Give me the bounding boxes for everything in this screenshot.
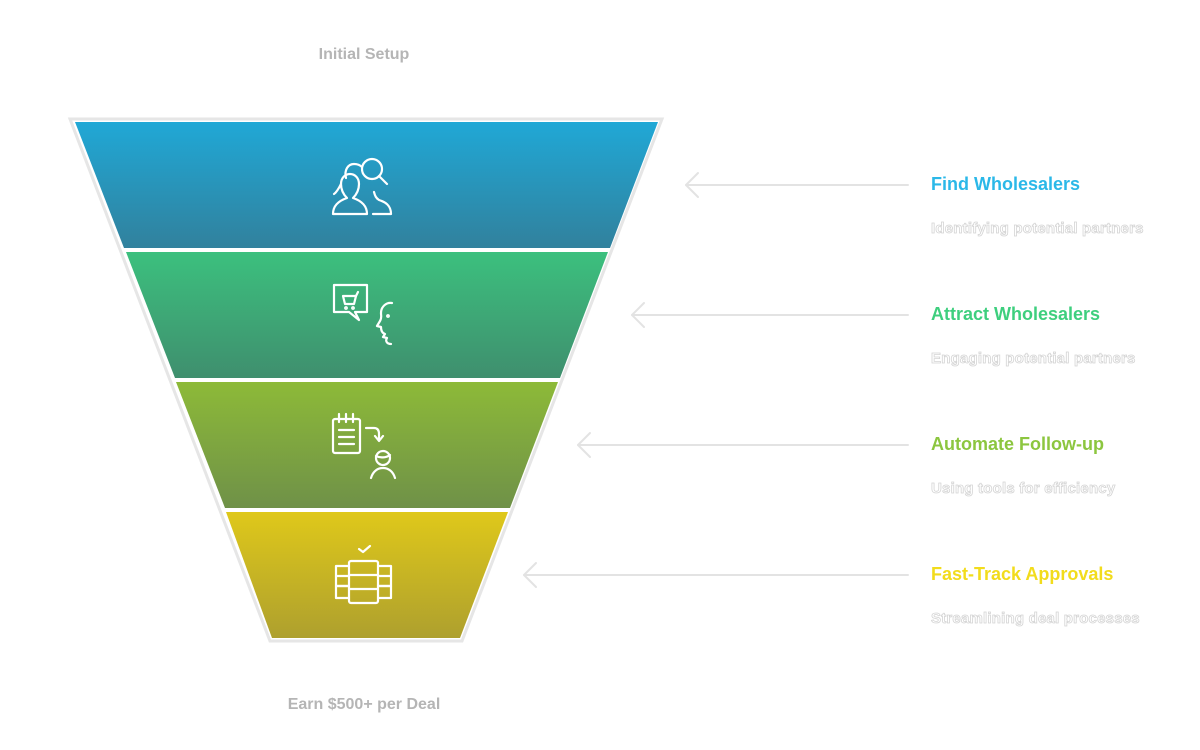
stage-description-2: Engaging potential partners <box>931 350 1136 368</box>
stage-title-1: Find Wholesalers <box>931 174 1081 194</box>
stage-description-1: Identifying potential partners <box>931 220 1144 238</box>
funnel-stage-1 <box>75 122 658 248</box>
funnel-stage-4 <box>226 512 508 638</box>
cart-speech-icon <box>332 283 394 346</box>
server-check-icon <box>334 544 393 605</box>
stage-title-4: Fast-Track Approvals <box>931 564 1114 584</box>
connector-arrow-1 <box>685 172 909 198</box>
funnel-stage-2 <box>126 252 608 378</box>
funnel-bottom-label: Earn $500+ per Deal <box>287 696 441 713</box>
stage-title-2: Attract Wholesalers <box>931 304 1101 324</box>
funnel-segment-1 <box>75 122 658 248</box>
stage-title-3: Automate Follow-up <box>931 434 1104 454</box>
funnel-outline <box>67 117 665 643</box>
funnel-segment-3 <box>176 382 558 508</box>
funnel-segment-2 <box>126 252 608 378</box>
notepad-person-icon <box>331 412 397 480</box>
funnel-stage-3 <box>176 382 558 508</box>
stage-description-4: Streamlining deal processes <box>931 610 1140 628</box>
people-search-icon <box>331 157 393 216</box>
funnel-top-label: Initial Setup <box>318 46 410 63</box>
stage-description-3: Using tools for efficiency <box>931 480 1116 498</box>
connector-arrow-2 <box>631 302 909 328</box>
connector-arrow-3 <box>577 432 909 458</box>
connector-arrow-4 <box>523 562 909 588</box>
